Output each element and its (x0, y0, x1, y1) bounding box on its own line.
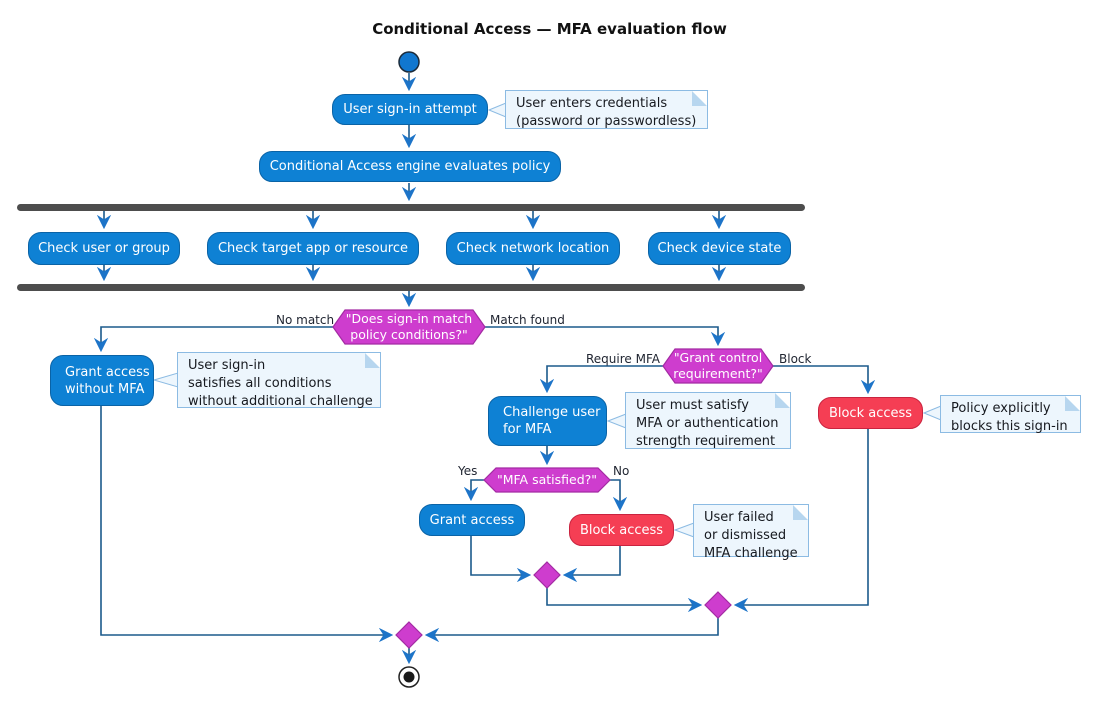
edge-label-no-match: No match (276, 313, 335, 327)
activity-label: Check device state (657, 241, 782, 256)
edge-require-mfa-to-challenge (539, 365, 663, 394)
activity-block-access-policy: Block access (818, 397, 923, 429)
note-line: satisfies all conditions (188, 376, 332, 391)
edge-yes-to-grant (463, 479, 484, 502)
note-line: without additional challenge (188, 394, 373, 409)
activity-label-line: without MFA (65, 381, 145, 397)
note-mfa-failed: User failed or dismissed MFA challenge (693, 504, 809, 561)
note-line: User must satisfy (636, 398, 749, 413)
note-wedge-no-challenge (152, 372, 179, 388)
edge-label-match-found: Match found (490, 313, 565, 327)
activity-label-line: for MFA (503, 422, 552, 437)
note-credentials: User enters credentials (password or pas… (505, 90, 708, 129)
note-line: (password or passwordless) (516, 114, 697, 129)
merge-diamond-1 (533, 561, 561, 589)
decision-grant-control-text: "Grant control requirement?" (663, 349, 773, 383)
note-mfa-requirement: User must satisfy MFA or authentication … (625, 392, 791, 449)
activity-grant-access-without-mfa: Grant access without MFA (50, 355, 154, 406)
join-bar (17, 284, 805, 291)
edge-merge2-to-merge3 (424, 618, 719, 643)
edge-block-mfa-to-merge1 (562, 546, 621, 583)
note-wedge-mfa-failed (673, 522, 695, 538)
note-line: or dismissed (704, 528, 787, 543)
edge-label-yes: Yes (458, 464, 478, 478)
activity-label: Block access (828, 405, 913, 421)
merge-diamond-2 (704, 591, 732, 619)
activity-engine-evaluates-policy: Conditional Access engine evaluates poli… (259, 151, 561, 182)
activity-check-network-location: Check network location (446, 232, 620, 265)
edge-label-no: No (613, 464, 630, 478)
note-line: blocks this sign-in (951, 419, 1068, 434)
edge-label-block: Block (779, 352, 812, 366)
activity-label: User sign-in attempt (343, 102, 477, 117)
activity-label-line: Grant access (65, 364, 150, 380)
end-node-inner (403, 671, 415, 683)
activity-label: Grant access (429, 512, 515, 528)
diagram-title: Conditional Access — MFA evaluation flow (372, 20, 727, 38)
note-line: strength requirement (636, 434, 776, 449)
note-wedge-mfa-requirement (606, 413, 627, 429)
edge-match-found-to-grant-control (485, 326, 726, 347)
activity-label: Check network location (456, 241, 610, 256)
edge-block-policy-to-merge2 (733, 429, 869, 613)
decision-match-text: "Does sign-in match policy conditions?" (333, 310, 485, 344)
decision-mfa-satisfied-text: "MFA satisfied?" (484, 468, 610, 492)
activity-label-line: Challenge user (503, 405, 601, 420)
note-line: User failed (704, 510, 774, 525)
activity-grant-access: Grant access (419, 504, 525, 536)
edge-block-to-block-access (773, 365, 876, 395)
start-node (398, 51, 420, 73)
note-line: Policy explicitly (951, 401, 1051, 416)
decision-match-hexagon (332, 309, 486, 345)
note-line: MFA or authentication (636, 416, 779, 431)
activity-label: Block access (579, 522, 664, 538)
decision-line: "Does sign-in match (345, 311, 473, 326)
flow-edges (93, 73, 876, 665)
edge-merge1-to-merge2 (546, 588, 703, 613)
edge-label-require-mfa: Require MFA (586, 352, 660, 366)
note-policy-block: Policy explicitly blocks this sign-in (940, 395, 1081, 434)
activity-label: Check user or group (38, 241, 170, 256)
note-wedge-policy-block (922, 405, 942, 421)
activity-check-user-or-group: Check user or group (28, 232, 180, 265)
edge-grant-to-merge1 (470, 536, 532, 583)
activity-challenge-user-for-mfa: Challenge user for MFA (488, 396, 607, 446)
edge-no-match-to-grant-no-mfa (93, 326, 333, 353)
activity-check-target-app: Check target app or resource (207, 232, 419, 265)
decision-line: "MFA satisfied?" (496, 472, 598, 487)
activity-check-device-state: Check device state (648, 232, 791, 265)
merge-diamond-3 (395, 621, 423, 649)
decision-mfa-satisfied-hexagon (483, 467, 611, 493)
decision-grant-control-hexagon (662, 348, 774, 384)
decision-line: requirement?" (673, 366, 763, 381)
decision-line: policy conditions?" (350, 327, 468, 342)
fork-bar (17, 204, 805, 211)
note-no-challenge: User sign-in satisfies all conditions wi… (177, 352, 381, 409)
activity-label: Check target app or resource (217, 241, 409, 256)
edge-grant-no-mfa-to-merge3 (100, 406, 394, 643)
note-line: MFA challenge (704, 546, 798, 561)
activity-label: Conditional Access engine evaluates poli… (269, 159, 551, 174)
activity-user-signin: User sign-in attempt (332, 94, 488, 125)
edge-no-to-block (610, 479, 628, 512)
note-line: User enters credentials (516, 96, 668, 111)
note-wedge-credentials (487, 102, 507, 118)
activity-block-access-mfa: Block access (569, 514, 674, 546)
decision-line: "Grant control (673, 350, 763, 365)
note-line: User sign-in (188, 358, 266, 373)
